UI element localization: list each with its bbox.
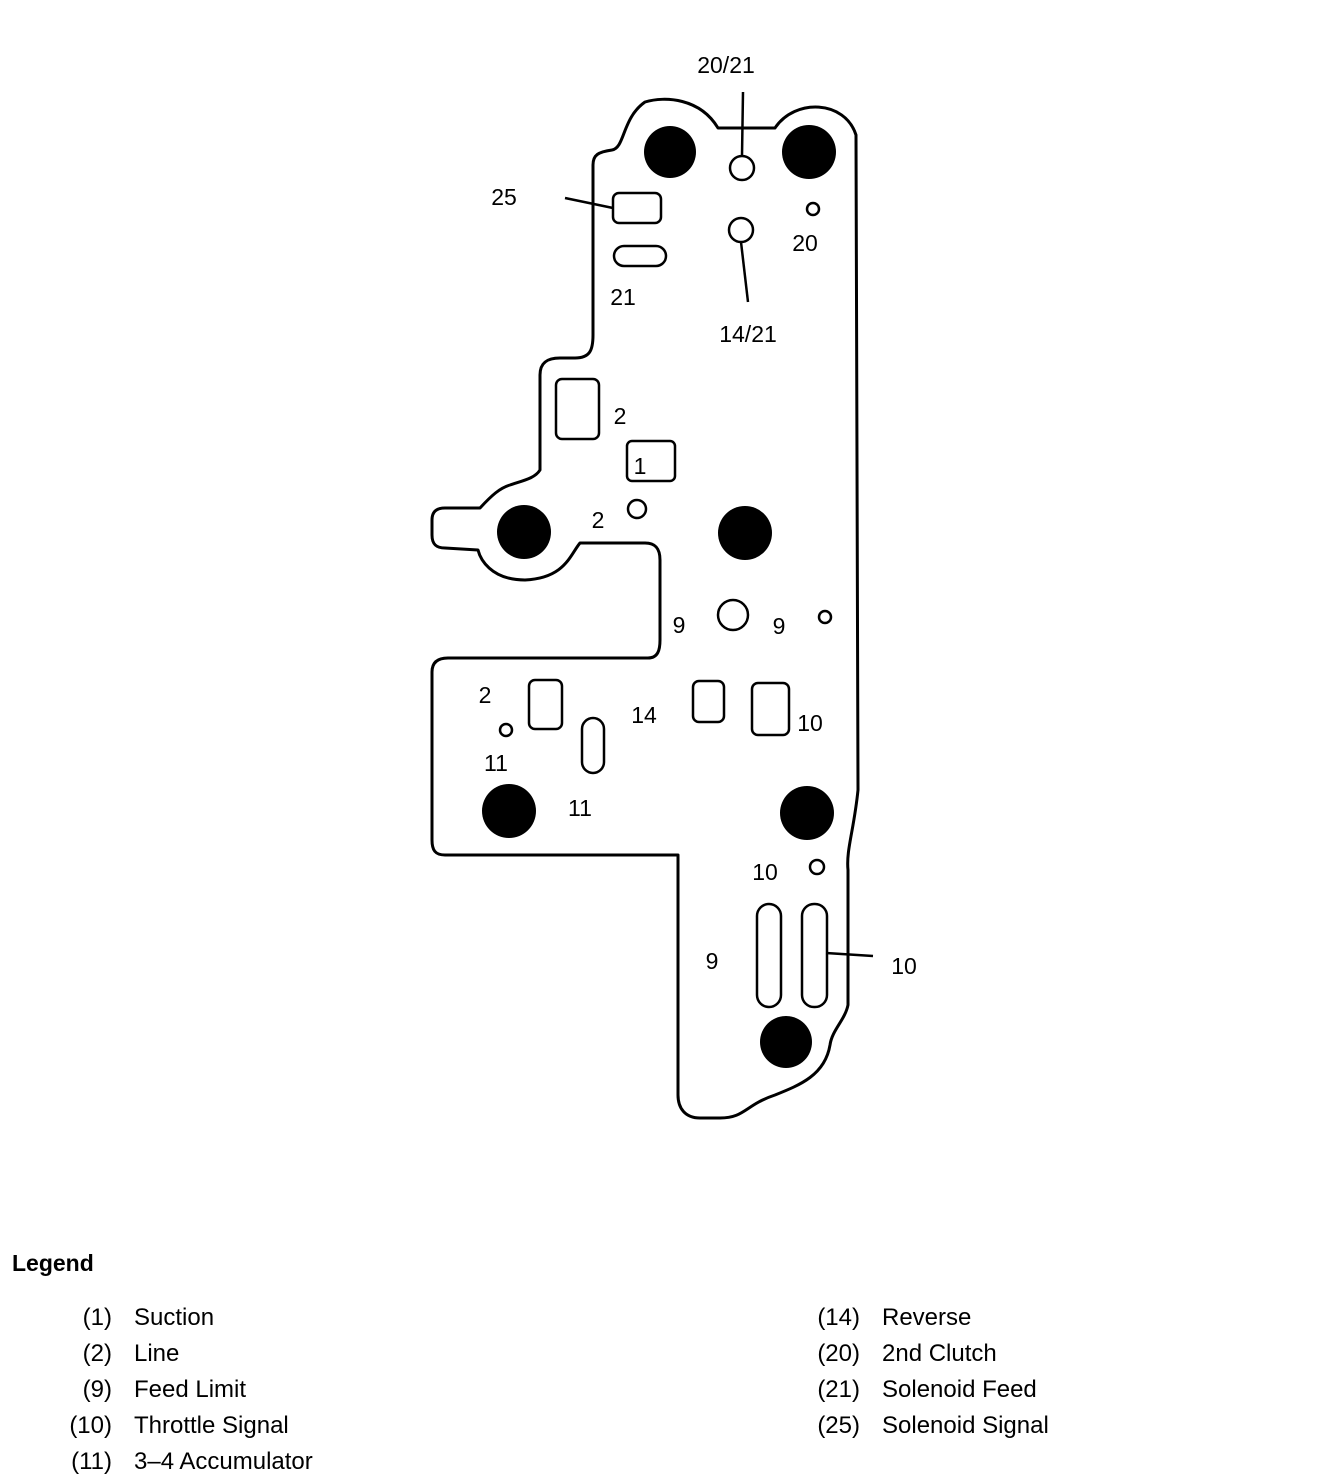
passage-2-upper [554, 377, 601, 441]
callout-14-21: 14/21 [719, 321, 777, 347]
leader-10 [825, 951, 874, 958]
leader-lines [564, 91, 874, 958]
passage-10-mid [750, 681, 791, 737]
legend-item: (11) 3–4 Accumulator [40, 1444, 313, 1480]
passages [498, 154, 833, 1009]
callout-20-21: 20/21 [697, 52, 755, 78]
legend-item-number: (1) [82, 1304, 112, 1331]
bolt-holes [482, 125, 836, 1068]
bolt-hole [482, 784, 536, 838]
passage-10-slot [800, 902, 829, 1009]
passage-11 [580, 716, 606, 775]
legend-item: (14) Reverse [790, 1300, 1049, 1336]
passage-10-small [808, 858, 826, 876]
passage-9 [716, 598, 750, 632]
passage-14 [691, 679, 726, 724]
legend-item-label: 3–4 Accumulator [134, 1448, 313, 1475]
legend-item-label: Suction [134, 1304, 215, 1331]
legend-item-number: (20) [817, 1340, 860, 1367]
legend-item-label: Reverse [882, 1304, 972, 1331]
passage-11-small [498, 722, 514, 738]
callout-2-lower: 2 [479, 682, 492, 708]
callout-20: 20 [792, 230, 818, 256]
legend-item-label: Solenoid Feed [882, 1376, 1037, 1403]
leader-20-21 [740, 91, 745, 157]
legend-item-number: (9) [82, 1376, 112, 1403]
legend-item: (25) Solenoid Signal [790, 1408, 1049, 1444]
spacer-plate-diagram: 20/21 25 20 21 14/21 2 1 2 9 9 2 14 10 1… [430, 52, 917, 1120]
callout-9-right: 9 [773, 613, 786, 639]
legend-item: (2) Line [40, 1336, 313, 1372]
passage-21 [612, 244, 668, 268]
legend-item-number: (21) [817, 1376, 860, 1403]
legend-item-label: Line [134, 1340, 180, 1367]
passage-2-lower [527, 678, 564, 731]
bolt-hole [644, 126, 696, 178]
leader-14-21 [739, 241, 750, 303]
passage-25 [611, 191, 663, 225]
passage-1 [625, 439, 677, 483]
legend-item-number: (11) [71, 1448, 112, 1475]
passage-14-21 [727, 216, 755, 244]
bolt-hole [782, 125, 836, 179]
legend-item-label: Feed Limit [134, 1376, 247, 1403]
legend-title: Legend [12, 1250, 94, 1276]
callout-2-upper: 2 [614, 403, 627, 429]
legend-item: (9) Feed Limit [40, 1372, 313, 1408]
legend-right-column: (14) Reverse (20) 2nd Clutch (21) Solenoid … [790, 1300, 1049, 1444]
legend-item-label: Solenoid Signal [882, 1412, 1049, 1439]
leader-25 [564, 196, 614, 210]
plate-outline [430, 97, 860, 1120]
passage-9-small [817, 609, 833, 625]
callout-10-right: 10 [891, 953, 917, 979]
passage-20-21 [728, 154, 756, 182]
callout-14: 14 [631, 702, 657, 728]
legend-item-label: 2nd Clutch [882, 1340, 997, 1367]
bolt-hole [497, 505, 551, 559]
legend-item: (1) Suction [40, 1300, 313, 1336]
legend-item-number: (10) [69, 1412, 112, 1439]
passage-2-mid [626, 498, 648, 520]
legend-item: (20) 2nd Clutch [790, 1336, 1049, 1372]
bolt-hole [760, 1016, 812, 1068]
callout-25: 25 [491, 184, 517, 210]
passage-20 [805, 201, 821, 217]
callout-21: 21 [610, 284, 636, 310]
callout-9-bottom: 9 [706, 948, 719, 974]
callout-1: 1 [634, 453, 647, 479]
legend-item-label: Throttle Signal [134, 1412, 289, 1439]
callout-11-lower: 11 [568, 795, 592, 821]
legend-item-number: (2) [82, 1340, 112, 1367]
callout-2-mid: 2 [592, 507, 605, 533]
callout-11-upper: 11 [484, 750, 508, 776]
legend-item: (10) Throttle Signal [40, 1408, 313, 1444]
bolt-hole [718, 506, 772, 560]
passage-9-slot [755, 902, 783, 1009]
callout-10-lower: 10 [752, 859, 778, 885]
legend-item-number: (14) [817, 1304, 860, 1331]
bolt-hole [780, 786, 834, 840]
legend-item: (21) Solenoid Feed [790, 1372, 1049, 1408]
callout-10-mid: 10 [797, 710, 823, 736]
callout-9-left: 9 [673, 612, 686, 638]
legend-left-column: (1) Suction (2) Line (9) Feed Limit (10) Thr… [40, 1300, 313, 1480]
legend-item-number: (25) [817, 1412, 860, 1439]
